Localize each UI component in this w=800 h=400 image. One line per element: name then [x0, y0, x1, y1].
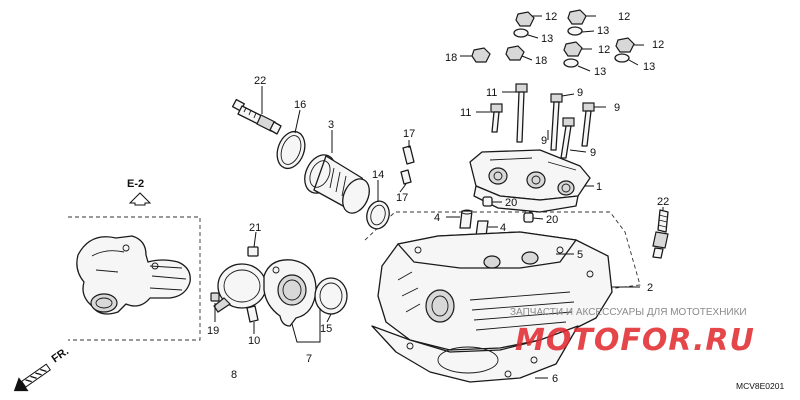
callout-13: 13 — [594, 66, 606, 78]
callout-12: 12 — [545, 11, 557, 23]
bolt-19 — [210, 292, 220, 302]
callout-17: 17 — [403, 128, 415, 140]
callout-4: 4 — [434, 212, 440, 224]
front-direction-indicator — [13, 363, 51, 392]
callout-11: 11 — [486, 87, 497, 99]
section-boundary — [68, 216, 201, 341]
watermark: ЗАПЧАСТИ И АКСЕССУАРЫ ДЛЯ МОТОТЕХНИКИ MO… — [510, 307, 755, 358]
callout-4: 4 — [500, 222, 506, 234]
bolt-21 — [247, 246, 259, 257]
callout-9: 9 — [541, 135, 547, 147]
head-group-bracket — [364, 211, 641, 291]
callout-10: 10 — [248, 335, 260, 347]
thermostat-cover — [263, 259, 317, 327]
callout-18: 18 — [445, 52, 457, 64]
callout-21: 21 — [249, 222, 261, 234]
callout-1: 1 — [596, 181, 602, 193]
bolt-10 — [246, 305, 259, 323]
callout-12: 12 — [618, 11, 630, 23]
callout-18: 18 — [535, 55, 547, 67]
arrow-icon — [13, 377, 29, 392]
front-label: FR. — [50, 345, 71, 365]
callout-17: 17 — [396, 192, 408, 204]
callout-9: 9 — [590, 147, 596, 159]
callout-19: 19 — [207, 325, 219, 337]
callout-16: 16 — [294, 99, 306, 111]
callout-5: 5 — [577, 249, 583, 261]
diagram-code: MCV8E0201 — [736, 381, 784, 391]
callout-2: 2 — [647, 282, 653, 294]
nuts-and-washers — [471, 9, 635, 68]
callout-9: 9 — [614, 102, 620, 114]
cylinder-head-bolts — [490, 83, 595, 159]
section-label: E-2 — [127, 178, 144, 190]
callout-22: 22 — [254, 75, 266, 87]
cylinder-head — [377, 231, 613, 351]
callout-9: 9 — [577, 87, 583, 99]
o-ring-16 — [276, 130, 306, 170]
callout-6: 6 — [552, 373, 558, 385]
callout-11: 11 — [460, 107, 471, 119]
callout-7: 7 — [306, 353, 312, 365]
stud-bolt-17 — [400, 145, 415, 185]
spark-plug-right — [652, 209, 669, 259]
watermark-brand: MOTOFOR.RU — [515, 323, 755, 358]
callout-13: 13 — [597, 25, 609, 37]
callout-22: 22 — [657, 196, 669, 208]
callout-20: 20 — [546, 214, 558, 226]
spark-plug-left — [231, 98, 282, 135]
water-joint-3 — [304, 154, 370, 214]
callout-8: 8 — [231, 369, 237, 381]
callout-15: 15 — [320, 323, 332, 335]
o-ring-14 — [366, 200, 390, 230]
watermark-tagline: ЗАПЧАСТИ И АКСЕССУАРЫ ДЛЯ МОТОТЕХНИКИ — [510, 307, 747, 318]
callout-3: 3 — [328, 119, 334, 131]
callout-14: 14 — [372, 169, 384, 181]
section-arrow-icon — [128, 192, 152, 206]
callout-numbers: 12 12 13 13 18 18 12 12 13 13 11 11 9 9 … — [207, 11, 669, 385]
callout-20: 20 — [505, 197, 517, 209]
callout-13: 13 — [541, 33, 553, 45]
hose-clamp — [213, 263, 267, 313]
callout-13: 13 — [643, 61, 655, 73]
camshaft-holder — [469, 149, 591, 213]
cylinder-head-gasket — [371, 325, 579, 383]
leader-lines — [214, 15, 664, 379]
callout-12: 12 — [652, 39, 664, 51]
thermostat-housing — [76, 235, 191, 315]
callout-12: 12 — [598, 44, 610, 56]
